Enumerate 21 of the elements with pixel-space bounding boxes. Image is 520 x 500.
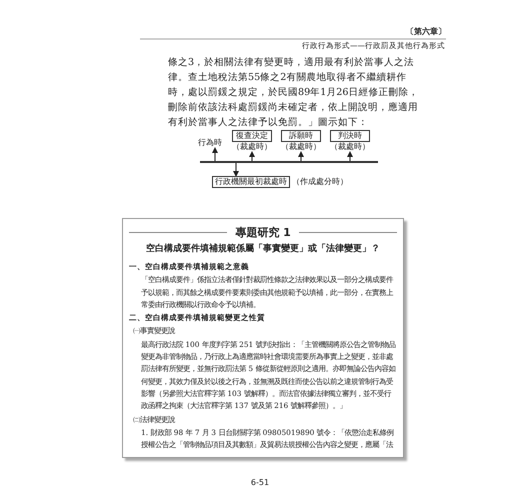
panel-heading: 專題研究 1: [234, 225, 292, 240]
arrow: [298, 151, 304, 162]
stage-box: 復查決定: [232, 130, 272, 142]
stage-note: （裁處時）: [330, 142, 370, 152]
stage-note: （裁處時）: [232, 142, 272, 152]
arrow: [249, 151, 255, 162]
timeline-label: 行為時: [198, 138, 223, 148]
panel-subtitle: 空白構成要件填補規範係屬「事實變更」或「法律變更」？: [145, 243, 381, 255]
stage-box: 訴願時: [281, 130, 321, 142]
arrow: [212, 147, 218, 162]
arrow: [233, 162, 239, 177]
body-paragraph: 條之3，於相關法律有變更時，適用最有利於當事人之法律。查土地稅法第55條之2有關農地取得者不繼續耕作時，處以罰鍰之規定，於民國89年1月26日經修正刪除，刪除前依該法科處罰鍰尚未確定者，依上開說明，應適用有利於當事人之法律予以免罰。」圖示如下：: [168, 56, 420, 130]
chapter-tag: 〔第六章〕: [396, 27, 446, 38]
stage-note: （裁處時）: [281, 142, 321, 152]
timeline-bar: [200, 161, 378, 163]
page-number: 6-51: [250, 478, 270, 488]
stage-box: 判決時: [330, 130, 370, 142]
stage-note: （作成處分時）: [292, 177, 348, 187]
case-study-panel: [122, 218, 404, 458]
stage-box: 行政機關最初裁處時: [212, 176, 290, 188]
arrow: [347, 151, 353, 162]
